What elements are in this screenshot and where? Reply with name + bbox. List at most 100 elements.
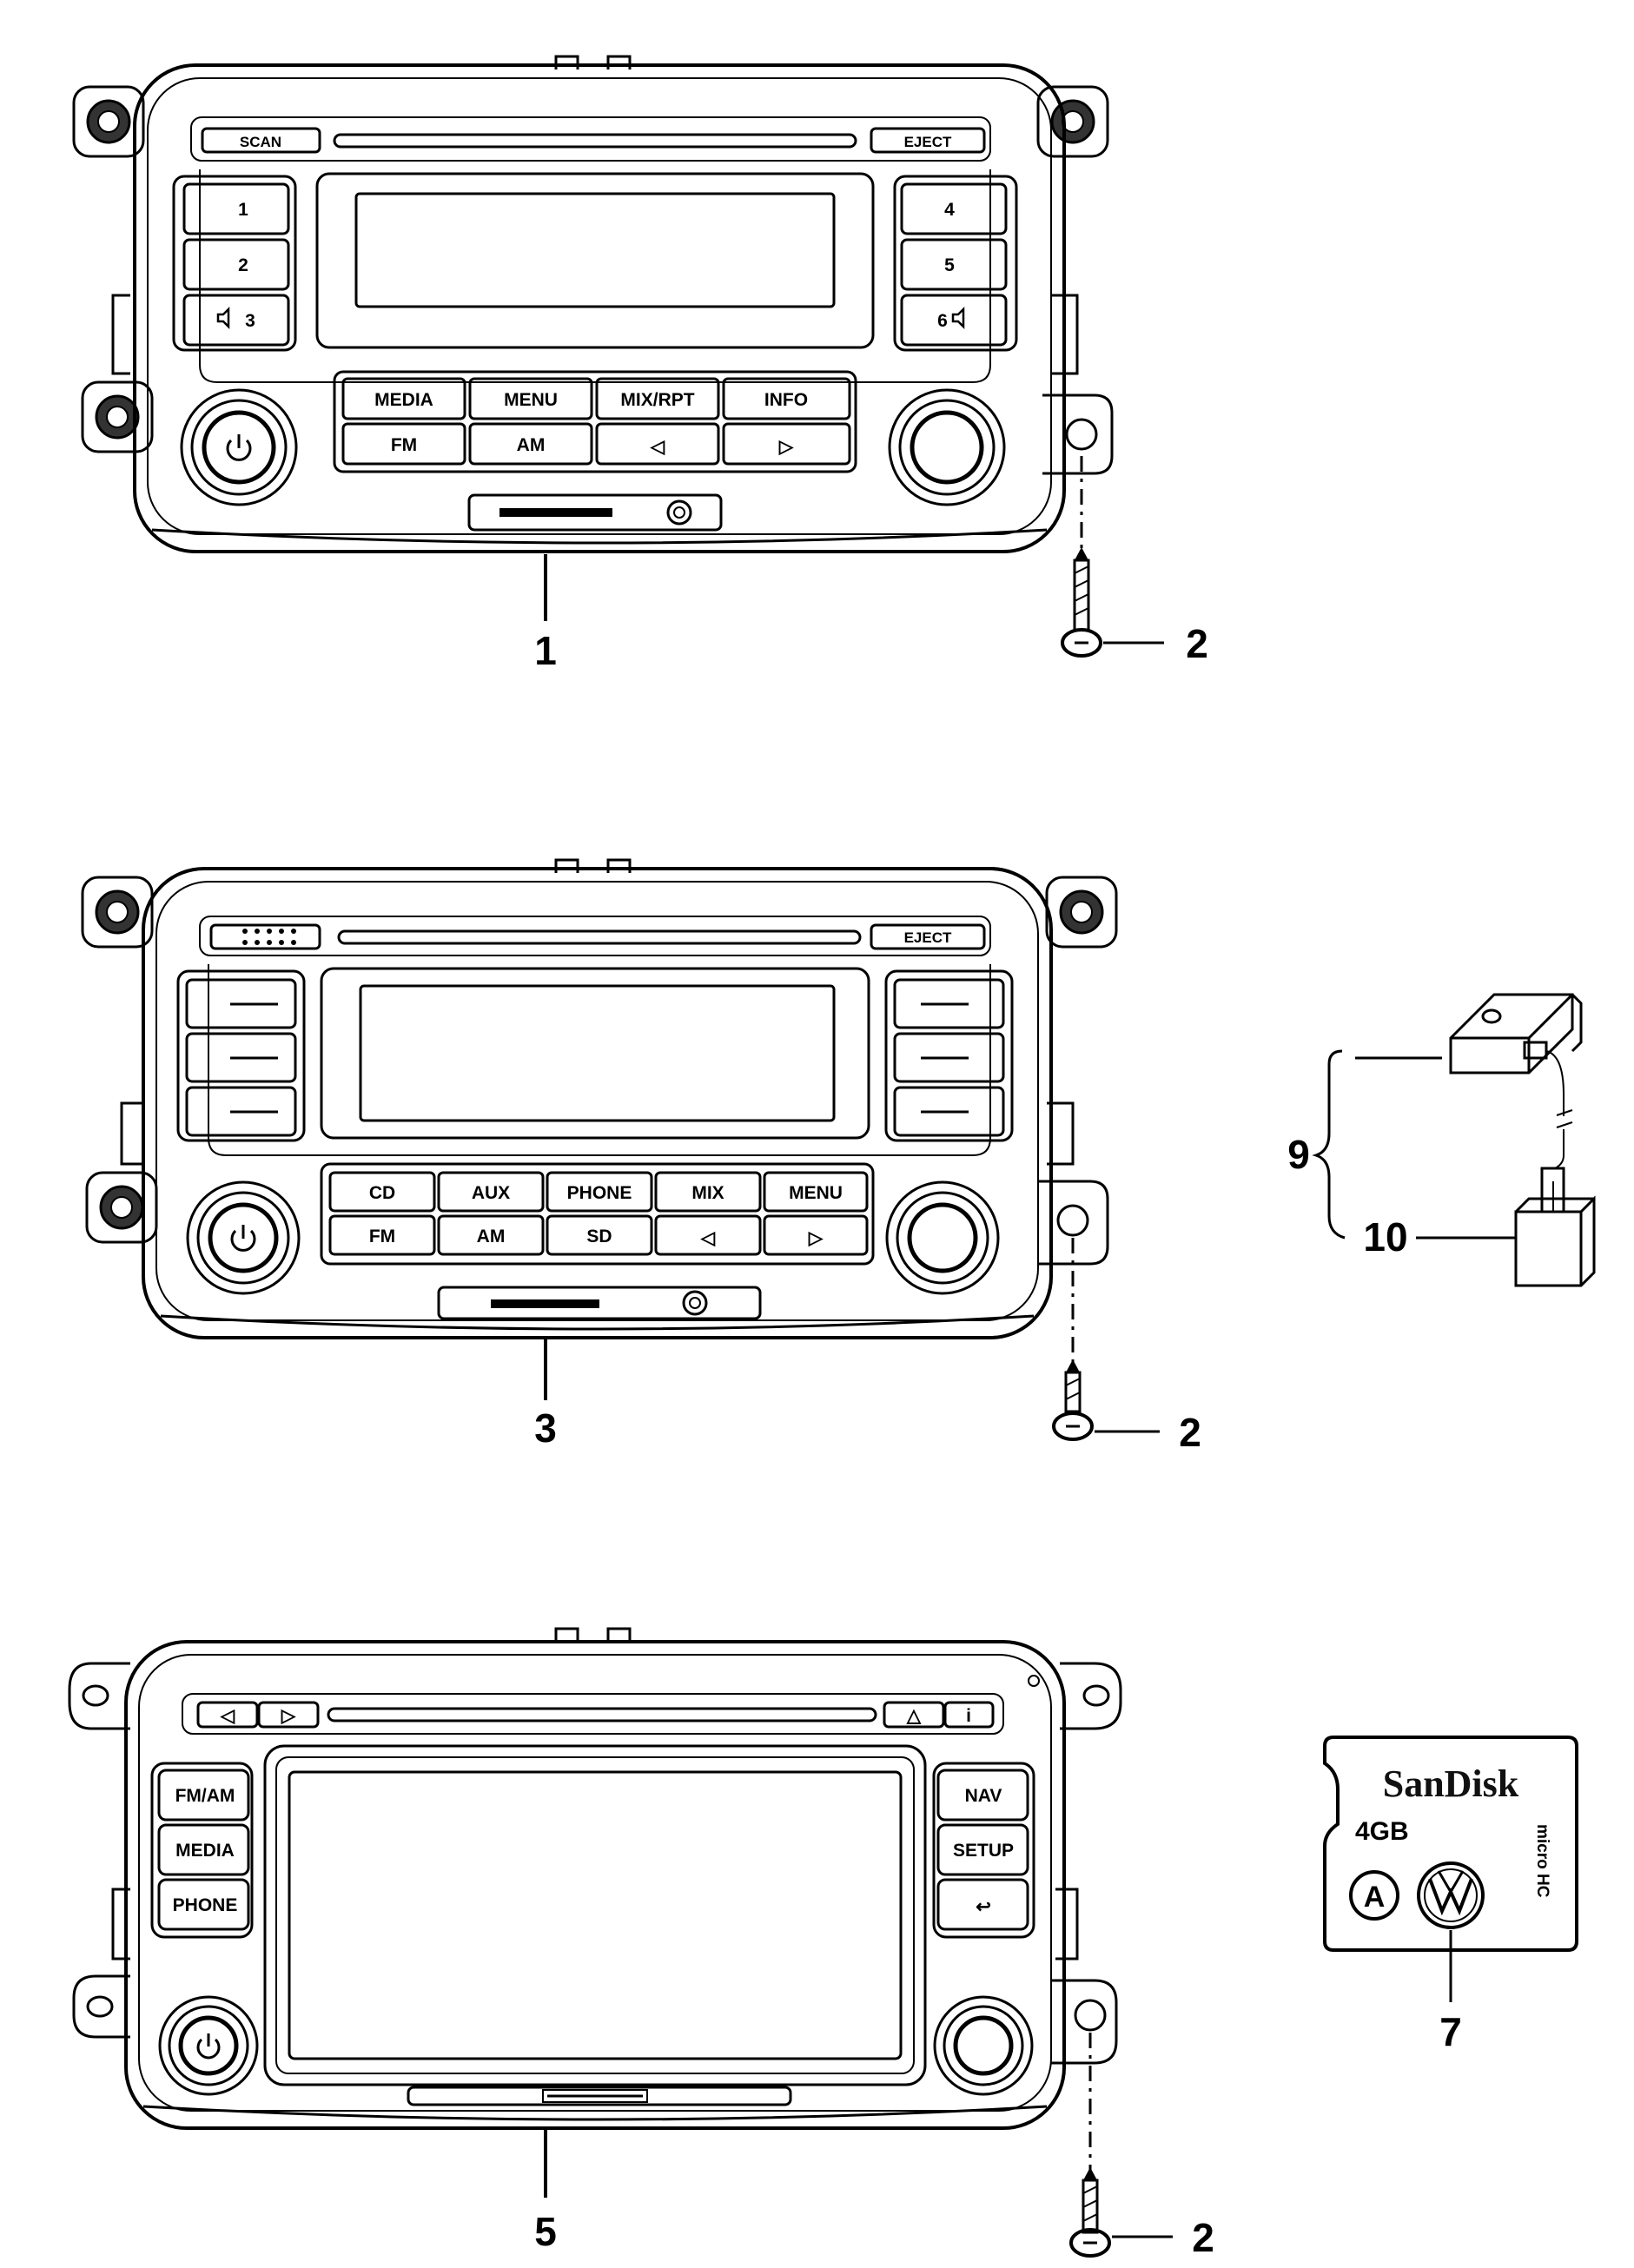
preset-button[interactable] [185, 1086, 297, 1137]
card-brand: SanDisk [1383, 1762, 1519, 1805]
button-label: FM/AM [175, 1786, 235, 1806]
seek-back-button[interactable] [595, 422, 720, 466]
fm-button[interactable] [341, 422, 466, 466]
mount-ear [72, 1974, 130, 2039]
power-knob[interactable] [180, 388, 298, 506]
info-button[interactable] [943, 1701, 995, 1729]
tune-knob[interactable] [888, 388, 1006, 506]
preset-button-3[interactable] [182, 294, 290, 347]
card-type-mark: micro HC [1533, 1824, 1551, 1898]
button-label: NAV [965, 1786, 1002, 1806]
sd-slot [499, 508, 612, 517]
eject-button-label: EJECT [904, 929, 952, 946]
aux-jack [666, 499, 692, 526]
power-knob[interactable] [186, 1180, 301, 1295]
preset-label: 6 [937, 311, 948, 331]
eject-button-label: EJECT [904, 134, 952, 150]
preset-button[interactable] [185, 1032, 297, 1083]
mount-ear [1045, 876, 1118, 949]
button-label: PHONE [173, 1895, 238, 1915]
touchscreen[interactable] [288, 1770, 903, 2060]
power-icon [230, 1225, 256, 1252]
eject-button[interactable] [870, 127, 986, 154]
speaker-icon [951, 306, 965, 330]
back-button[interactable] [936, 1878, 1029, 1931]
setup-button[interactable] [936, 1823, 1029, 1876]
button-label: ▷ [778, 437, 794, 457]
next-track-button[interactable] [257, 1701, 320, 1729]
cd-button[interactable] [328, 1171, 436, 1213]
mix-rpt-button[interactable] [595, 377, 720, 420]
preset-button-2[interactable] [182, 238, 290, 291]
callout-5: 5 [534, 2209, 557, 2254]
preset-button-1[interactable] [182, 182, 290, 235]
power-knob[interactable] [158, 1995, 259, 2096]
fm-button[interactable] [328, 1214, 436, 1256]
preset-button[interactable] [185, 978, 297, 1029]
button-label: PHONE [567, 1183, 632, 1203]
button-label: MIX [691, 1183, 724, 1203]
cd-slot [333, 133, 857, 149]
mount-ear [81, 876, 154, 949]
nav-unit-5: ◁ ▷ △ i FM/AM MEDIA PHONE NAV SETUP ↩ [68, 1627, 1214, 2260]
eject-button[interactable] [870, 923, 986, 950]
media-button[interactable] [341, 377, 466, 420]
callout-7: 7 [1439, 2009, 1462, 2054]
callout-9: 9 [1287, 1132, 1310, 1177]
power-icon [196, 2033, 221, 2060]
preset-button-6[interactable] [900, 294, 1008, 347]
scan-button[interactable] [209, 923, 321, 950]
info-button[interactable] [722, 377, 851, 420]
scan-button[interactable] [201, 127, 321, 154]
callout-3: 3 [534, 1405, 557, 1451]
card-class-mark: A [1364, 1881, 1386, 1914]
scan-button-label: SCAN [240, 134, 281, 150]
media-button[interactable] [157, 1823, 250, 1876]
fm-am-button[interactable] [157, 1769, 250, 1822]
radio-unit-1: SCAN EJECT 1 2 3 4 5 6 [72, 55, 1208, 673]
mount-ear [68, 1662, 130, 1730]
button-label: FM [391, 435, 417, 455]
mount-ear [1042, 393, 1114, 475]
prev-track-button[interactable] [196, 1701, 259, 1729]
mount-ear [1060, 1662, 1122, 1730]
seek-forward-button[interactable] [722, 422, 851, 466]
button-label: ◁ [650, 437, 665, 457]
phone-button[interactable] [546, 1171, 653, 1213]
tune-knob[interactable] [933, 1995, 1034, 2096]
button-label: ◁ [700, 1228, 716, 1248]
preset-button-4[interactable] [900, 182, 1008, 235]
button-label: MEDIA [374, 390, 433, 410]
sd-button[interactable] [546, 1214, 653, 1256]
phone-button[interactable] [157, 1878, 250, 1931]
button-label: MENU [504, 390, 558, 410]
preset-button-5[interactable] [900, 238, 1008, 291]
preset-label: 3 [245, 311, 255, 331]
back-icon: ↩ [976, 1897, 991, 1917]
am-button[interactable] [468, 422, 593, 466]
preset-button[interactable] [893, 978, 1005, 1029]
menu-button[interactable] [468, 377, 593, 420]
seek-back-button[interactable] [654, 1214, 762, 1256]
nav-button[interactable] [936, 1769, 1029, 1822]
preset-button[interactable] [893, 1086, 1005, 1137]
aux-button[interactable] [437, 1171, 545, 1213]
tune-knob[interactable] [885, 1180, 1000, 1295]
preset-label: 5 [944, 255, 955, 275]
preset-label: 1 [238, 200, 248, 220]
mix-button[interactable] [654, 1171, 762, 1213]
power-icon [226, 434, 252, 461]
status-led [1028, 1675, 1040, 1687]
eject-button[interactable] [883, 1701, 945, 1729]
screw-icon [1052, 1359, 1094, 1441]
cd-slot [327, 1707, 877, 1722]
am-button[interactable] [437, 1214, 545, 1256]
cd-slot [337, 929, 862, 945]
button-label: ◁ [220, 1706, 235, 1726]
dots-icon [242, 929, 296, 945]
preset-button[interactable] [893, 1032, 1005, 1083]
mount-ear [72, 85, 145, 158]
seek-forward-button[interactable] [763, 1214, 869, 1256]
menu-button[interactable] [763, 1171, 869, 1213]
